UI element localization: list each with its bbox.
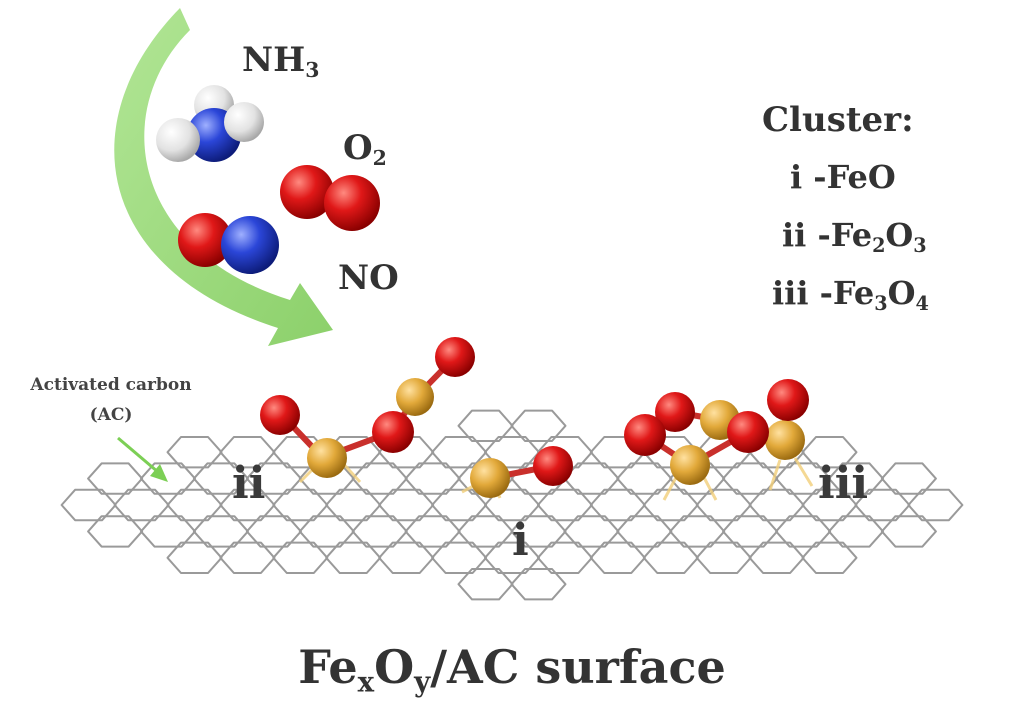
graphene-hexagon <box>907 488 964 522</box>
graphene-hexagon <box>113 488 170 522</box>
graphene-hexagon <box>166 488 223 522</box>
graphene-hexagon <box>87 462 144 495</box>
graphene-hexagon <box>140 462 196 495</box>
graphene-hexagon <box>378 436 435 469</box>
graphene-hexagon <box>589 488 646 522</box>
graphene-hexagon <box>404 462 461 495</box>
graphene-hexagon <box>484 541 540 574</box>
graphene-hexagon <box>166 541 223 574</box>
graphene-hexagon <box>775 462 832 495</box>
cluster-ii-fe2o3 <box>260 337 475 478</box>
graphene-hexagon <box>325 541 382 574</box>
graphene-hexagon <box>589 541 646 574</box>
graphene-hexagon <box>801 488 858 522</box>
graphene-hexagon <box>642 541 699 574</box>
graphene-hexagon <box>192 462 249 495</box>
graphene-hexagon <box>325 488 382 522</box>
graphene-hexagon <box>457 515 514 548</box>
graphene-hexagon <box>722 462 779 495</box>
surface-label-iii: iii <box>818 458 869 509</box>
cluster-legend: Cluster: i -FeO ii -Fe2O3 iii -Fe3O4 <box>762 100 929 322</box>
graphene-hexagon <box>563 515 620 548</box>
surface-label-i: i <box>512 515 529 566</box>
graphene-hexagon <box>642 488 699 522</box>
activated-carbon-label-line1: Activated carbon <box>30 375 192 395</box>
no-molecule <box>178 213 279 274</box>
graphene-hexagon <box>695 541 752 574</box>
graphene-hexagon <box>351 515 408 548</box>
graphene-hexagon <box>536 436 593 469</box>
activated-carbon-label: Activated carbon (AC) <box>6 370 216 430</box>
graphene-hexagon <box>880 462 937 495</box>
graphene-hexagon <box>431 488 488 522</box>
graphene-hexagon <box>695 488 752 522</box>
graphene-hexagon <box>484 436 540 469</box>
graphene-hexagon <box>854 488 911 522</box>
graphene-hexagon <box>298 515 355 548</box>
graphene-hexagon <box>60 488 117 522</box>
graphene-hexagon <box>880 515 937 548</box>
cluster-iii-fe3o4 <box>624 379 809 485</box>
graphene-hexagon <box>378 488 435 522</box>
cluster-legend-item-ii: ii -Fe2O3 <box>782 216 927 257</box>
graphene-hexagon <box>219 541 276 574</box>
graphene-hexagon <box>536 488 593 522</box>
ac-pointer-arrow <box>117 436 168 482</box>
graphene-hexagon <box>431 541 488 574</box>
graphene-hexagon <box>669 462 726 495</box>
graphene-hexagon <box>669 515 726 548</box>
graphene-hexagon <box>748 488 805 522</box>
graphene-hexagon <box>351 462 408 495</box>
graphene-hexagon <box>166 436 223 469</box>
reaction-arrow <box>114 8 333 346</box>
graphene-hexagon <box>510 568 567 601</box>
graphene-hexagon <box>616 462 673 495</box>
graphene-hexagon <box>616 515 673 548</box>
graphene-hexagon <box>748 541 805 574</box>
graphene-hexagon <box>272 488 329 522</box>
graphene-hexagon <box>484 488 540 522</box>
graphene-hexagon <box>510 515 567 548</box>
o2-molecule <box>280 165 380 231</box>
figure-caption: FexOy/AC surface <box>298 640 726 699</box>
nh3-label: NH3 <box>242 40 320 83</box>
graphene-hexagon <box>801 541 858 574</box>
cluster-legend-item-iii: iii -Fe3O4 <box>772 274 929 315</box>
graphene-hexagon <box>404 515 461 548</box>
graphene-hexagon <box>510 409 567 442</box>
graphene-hexagon <box>457 568 514 601</box>
graphene-hexagon <box>272 541 329 574</box>
cluster-legend-item-i: i -FeO <box>790 158 896 196</box>
cluster-legend-title: Cluster: <box>762 100 914 140</box>
graphene-hexagon <box>245 462 302 495</box>
o2-label: O2 <box>343 128 387 171</box>
graphene-hexagon <box>828 515 884 548</box>
cluster-i-feo <box>470 446 573 498</box>
no-label: NO <box>338 258 399 298</box>
graphene-hexagon <box>536 541 593 574</box>
graphene-hexagon <box>219 436 276 469</box>
graphene-hexagon <box>219 488 276 522</box>
graphene-hexagon <box>192 515 249 548</box>
graphene-hexagon <box>775 515 832 548</box>
graphene-hexagon <box>378 541 435 574</box>
nh3-molecule <box>156 85 264 162</box>
graphene-hexagon <box>245 515 302 548</box>
graphene-hexagon <box>828 462 884 495</box>
graphene-hexagon <box>87 515 144 548</box>
graphene-hexagon <box>431 436 488 469</box>
surface-label-ii: ii <box>232 458 266 509</box>
graphene-hexagon <box>722 515 779 548</box>
graphene-hexagon <box>457 409 514 442</box>
graphene-hexagon <box>140 515 196 548</box>
graphene-hexagon <box>801 436 858 469</box>
activated-carbon-label-line2: (AC) <box>89 405 133 425</box>
